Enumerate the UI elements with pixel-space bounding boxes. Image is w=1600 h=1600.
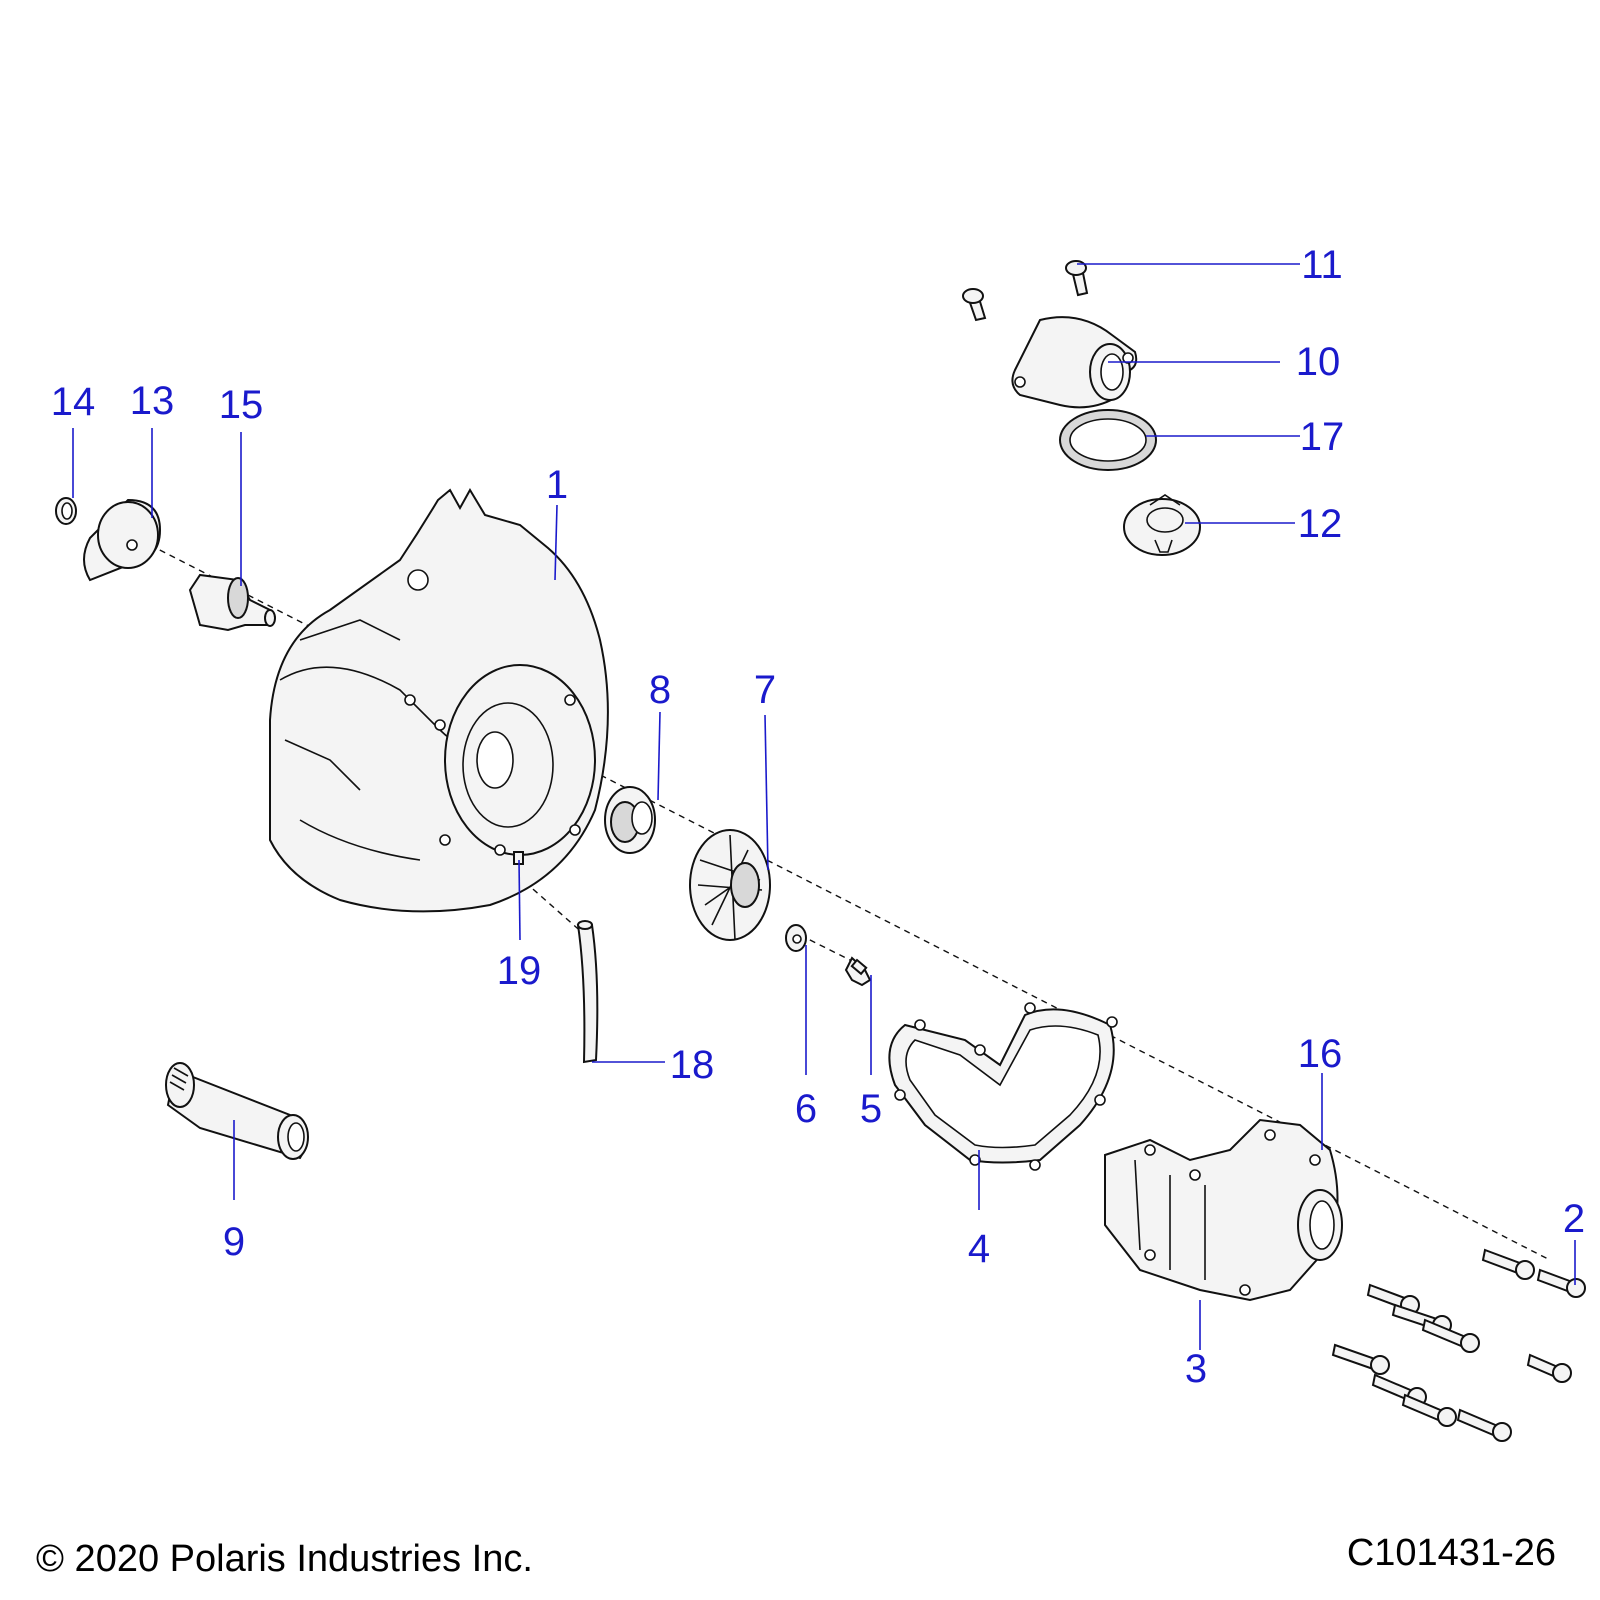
callout-8: 8 — [649, 668, 671, 712]
part-17-seal-ring — [1059, 409, 1157, 471]
callout-17: 17 — [1300, 415, 1345, 459]
callout-5: 5 — [860, 1087, 882, 1131]
callout-7: 7 — [754, 668, 776, 712]
part-10-thermostat-housing — [1011, 316, 1138, 409]
callout-19: 19 — [497, 949, 542, 993]
callout-12: 12 — [1298, 502, 1343, 546]
callout-9: 9 — [223, 1220, 245, 1264]
part-6-washer — [785, 924, 807, 952]
callout-3: 3 — [1185, 1347, 1207, 1391]
callout-16: 16 — [1298, 1032, 1343, 1076]
callout-14: 14 — [51, 380, 96, 424]
part-12-thermostat — [1123, 494, 1201, 556]
callout-4: 4 — [968, 1227, 990, 1271]
part-9-tube — [165, 1062, 309, 1160]
copyright-notice: © 2020 Polaris Industries Inc. — [36, 1538, 533, 1580]
part-4-gasket — [888, 1002, 1118, 1171]
callout-1: 1 — [546, 463, 568, 507]
part-1-housing — [269, 488, 609, 913]
part-18-hose — [576, 920, 599, 1064]
leader-lines — [72, 263, 1576, 1350]
callout-13: 13 — [130, 379, 175, 423]
part-3-pump-cover — [1104, 1118, 1343, 1302]
callouts: 1 2 3 4 5 6 7 8 9 10 11 12 13 14 15 16 1… — [51, 243, 1585, 1391]
part-7-impeller — [689, 829, 771, 941]
callout-6: 6 — [795, 1087, 817, 1131]
callout-15: 15 — [219, 383, 264, 427]
part-11-bolts — [962, 260, 1089, 322]
part-13-bushing — [83, 498, 162, 582]
part-8-seal — [604, 786, 656, 854]
drawing-number: C101431-26 — [1346, 1532, 1556, 1574]
callout-18: 18 — [670, 1043, 715, 1087]
part-14-o-ring — [55, 497, 77, 525]
part-2-bolts — [1331, 1248, 1586, 1442]
callout-10: 10 — [1296, 340, 1341, 384]
callout-11: 11 — [1301, 243, 1343, 287]
part-15-pump-shaft — [188, 573, 276, 632]
part-5-bolt — [844, 956, 872, 987]
callout-2: 2 — [1563, 1197, 1585, 1241]
